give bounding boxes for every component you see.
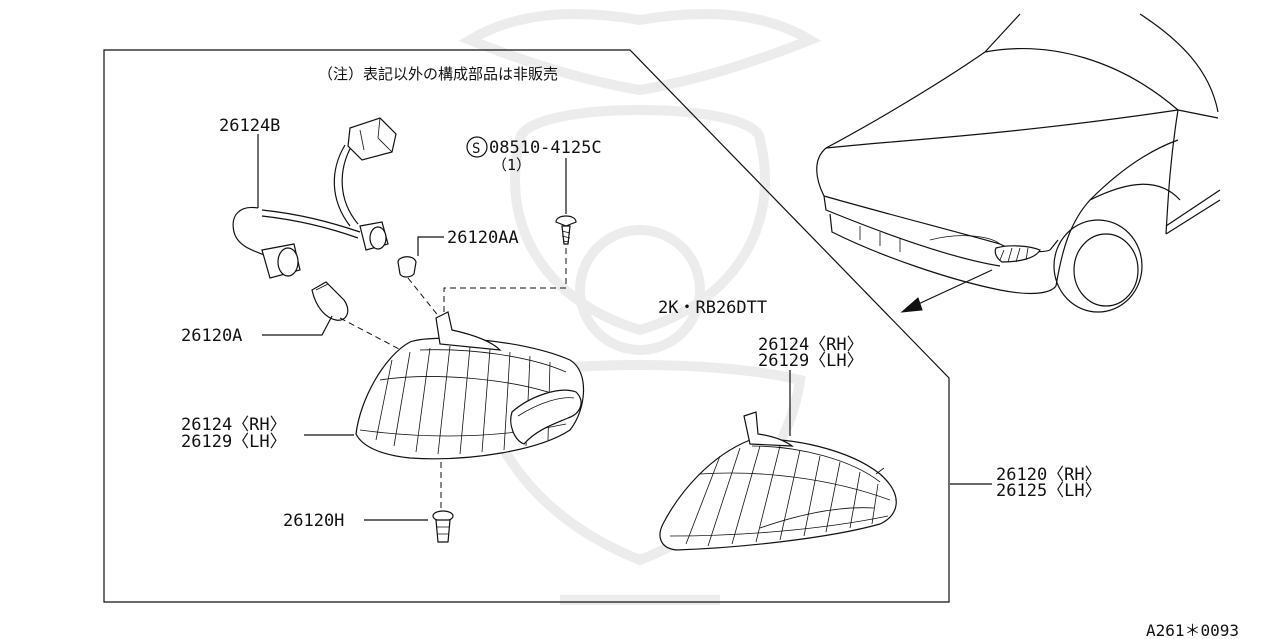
- screw-symbol-letter: S: [472, 141, 480, 157]
- detail-arrow: [913, 269, 993, 307]
- parts-group-frame: [103, 49, 950, 603]
- callout-right-lamp-lh: 26129〈LH〉: [758, 351, 864, 371]
- note-text: （注）表記以外の構成部品は非販売: [318, 65, 558, 83]
- callout-right-lamp-rh: 26124〈RH〉: [758, 335, 864, 355]
- callout-26124B: 26124B: [219, 116, 280, 136]
- callout-screw-code: 08510-4125C: [489, 138, 602, 158]
- small-bulb-part: [397, 256, 417, 278]
- screw-part: [555, 215, 577, 245]
- car-front-illustration: [816, 13, 1221, 313]
- callout-screw-qty: （1）: [492, 156, 531, 174]
- callout-26120A: 26120A: [181, 326, 242, 346]
- callout-26120AA: 26120AA: [447, 228, 519, 248]
- callout-26120H: 26120H: [283, 511, 344, 531]
- callout-left-lamp-rh: 26124〈RH〉: [181, 415, 287, 435]
- engine-label: 2K・RB26DTT: [658, 298, 767, 318]
- corner-lamp-right: [659, 411, 897, 551]
- callout-left-lamp-lh: 26129〈LH〉: [181, 432, 287, 452]
- screw-symbol: S: [466, 136, 488, 158]
- grommet-part: [432, 510, 454, 543]
- bulb-part: [311, 281, 349, 321]
- callout-assembly-rh: 26120〈RH〉: [996, 465, 1102, 485]
- corner-lamp-left: [355, 311, 585, 460]
- harness-wiring: [232, 117, 397, 279]
- callout-assembly-lh: 26125〈LH〉: [996, 481, 1102, 501]
- figure-id: A261＊0093: [1146, 621, 1239, 639]
- arrow-head-icon: [900, 297, 923, 313]
